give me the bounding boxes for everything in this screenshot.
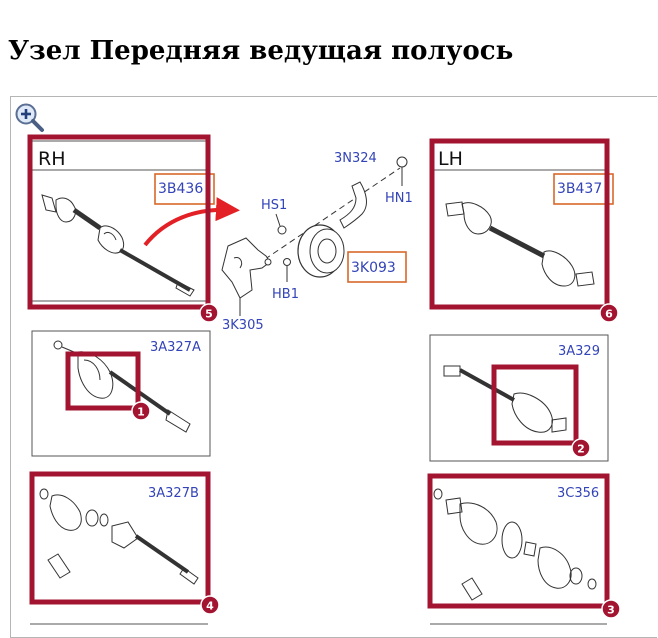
- highlight-box-6: [429, 138, 610, 310]
- part-label-3B437[interactable]: 3B437: [557, 181, 602, 197]
- highlight-box-3: [427, 473, 610, 609]
- part-label-3C356[interactable]: 3C356: [557, 486, 599, 501]
- lh-halfshaft-drawing: [445, 201, 595, 287]
- badge-4: 4: [206, 600, 214, 613]
- page-title: Узел Передняя ведущая полуось: [8, 36, 514, 66]
- part-label-3K305[interactable]: 3K305: [222, 318, 264, 333]
- assembly-arrow: [143, 197, 240, 247]
- highlight-box-2: [491, 364, 579, 446]
- center-support-group: 3N324 HN1 HS1 3K093 HB1 3K305: [221, 151, 413, 333]
- badge-5: 5: [205, 308, 213, 321]
- lh-joint-kit-panel: 3C356 3: [427, 473, 621, 619]
- lh-label: LH: [438, 148, 463, 170]
- badge-3: 3: [607, 604, 615, 617]
- part-label-HS1[interactable]: HS1: [261, 198, 287, 213]
- badge-2: 2: [577, 443, 585, 456]
- rh-main-panel: RH 3B436 5: [27, 134, 240, 323]
- part-label-3A327A[interactable]: 3A327A: [150, 340, 201, 355]
- rh-shaft-kit-panel: 3A327B 4: [29, 471, 220, 615]
- highlight-box-4: [29, 471, 211, 605]
- highlight-box-5: [27, 134, 211, 310]
- rh-label: RH: [38, 148, 66, 170]
- badge-1: 1: [137, 406, 145, 419]
- part-label-3A327B[interactable]: 3A327B: [148, 486, 199, 501]
- part-label-3A329[interactable]: 3A329: [558, 344, 600, 359]
- lh-outer-joint-panel: 3A329 2: [429, 334, 609, 462]
- rh-inner-joint-panel: 3A327A 1: [31, 330, 211, 457]
- part-label-3N324[interactable]: 3N324: [334, 151, 377, 166]
- part-label-HN1[interactable]: HN1: [385, 191, 413, 206]
- highlight-box-1: [65, 351, 141, 411]
- rh-halfshaft-drawing: [41, 194, 195, 297]
- part-label-HB1[interactable]: HB1: [272, 287, 299, 302]
- badge-6: 6: [605, 308, 613, 321]
- lh-main-panel: LH 3B437 6: [429, 138, 619, 323]
- part-label-3K093[interactable]: 3K093: [351, 260, 396, 276]
- part-label-3B436[interactable]: 3B436: [158, 181, 203, 197]
- zoom-in-icon[interactable]: [12, 100, 46, 134]
